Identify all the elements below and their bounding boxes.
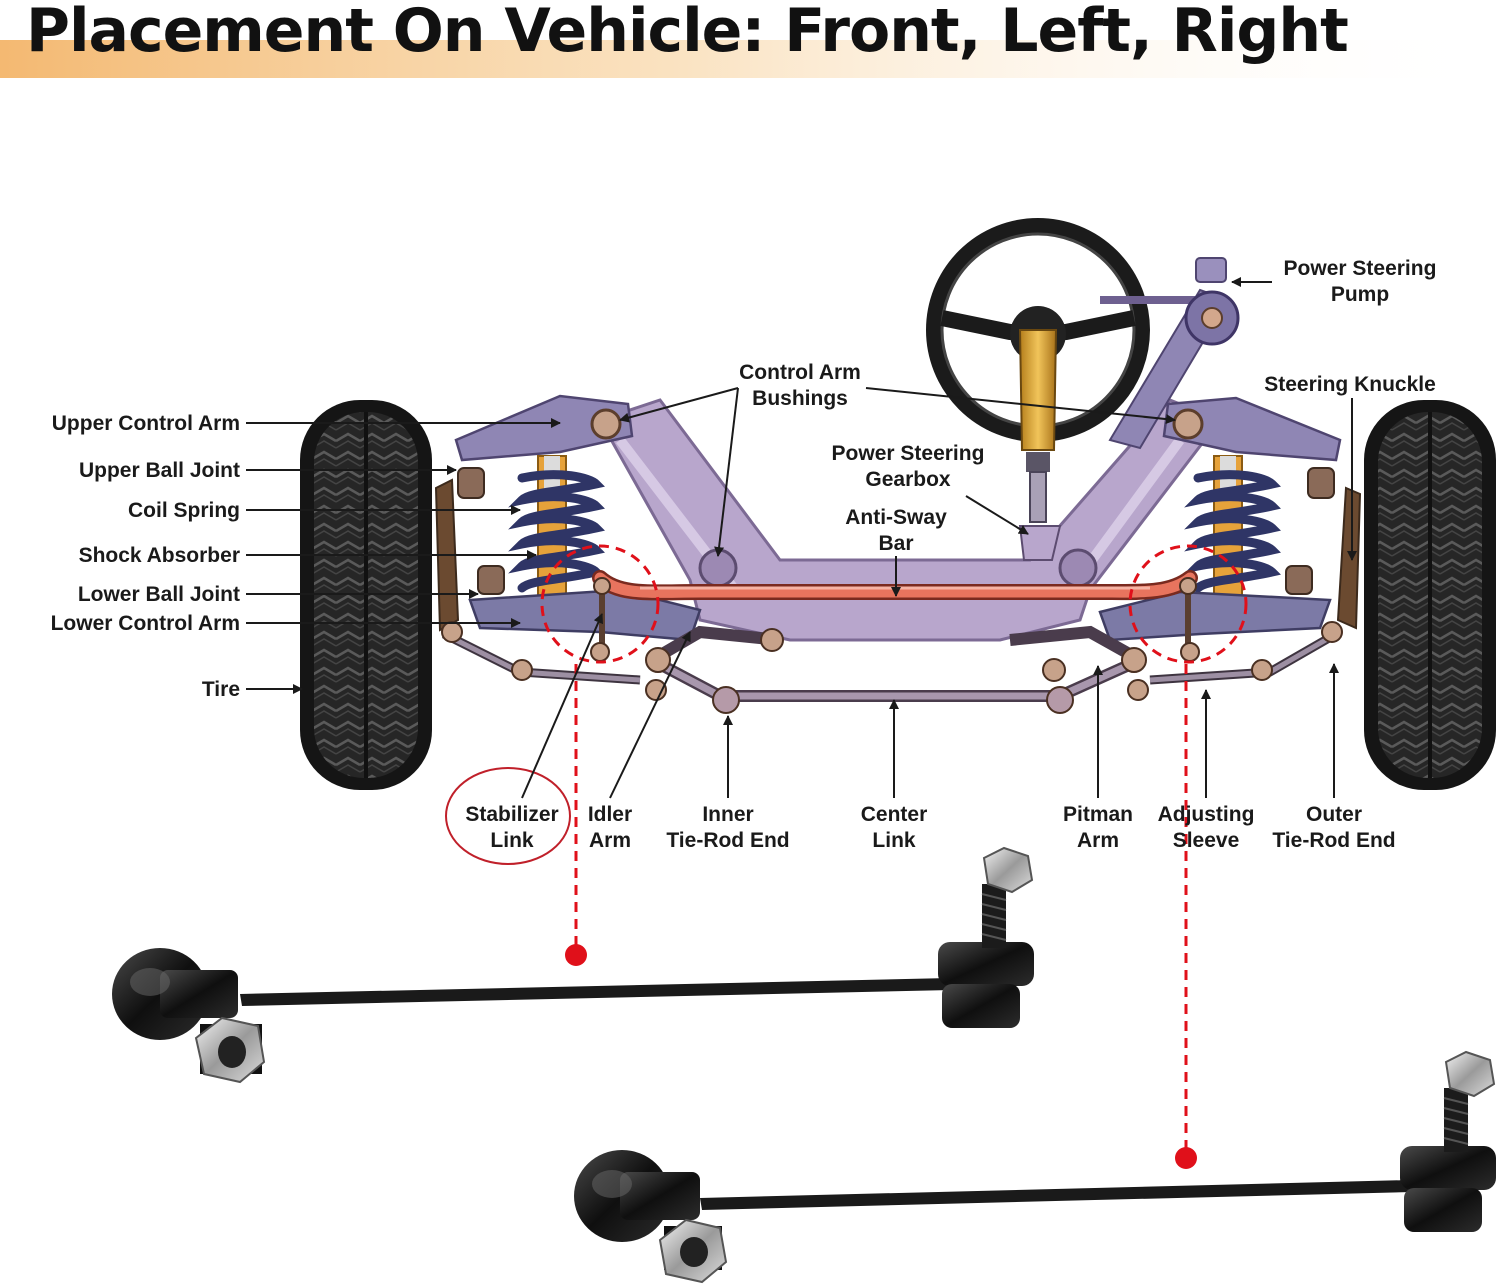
- label-stabilizer-link-line2: Link: [490, 829, 533, 852]
- label-outer-tie-rod-end-line1: Outer: [1306, 803, 1362, 826]
- upper-control-arm-left: [454, 394, 634, 462]
- label-idler-arm-line1: Idler: [588, 803, 632, 826]
- label-lower-control-arm: Lower Control Arm: [51, 612, 240, 635]
- highlight-dot-right: [1175, 1147, 1197, 1169]
- label-anti-sway-bar-line1: Anti-Sway: [845, 506, 947, 529]
- upper-control-arm-right: [1162, 396, 1342, 462]
- label-center-link-line2: Link: [872, 829, 915, 852]
- label-outer-tie-rod-end-line2: Tie-Rod End: [1272, 829, 1395, 852]
- upper-ball-joint-right: [1307, 467, 1335, 499]
- stabilizer-link-part-icon: [574, 1050, 1496, 1284]
- center-link: [649, 654, 1143, 702]
- stabilizer-link-right-diagram: [1179, 577, 1200, 662]
- label-upper-control-arm: Upper Control Arm: [52, 412, 240, 435]
- title-band-gradient: [0, 40, 1500, 78]
- idler-arm: [645, 625, 784, 701]
- label-control-arm-bushings-line1: Control Arm: [739, 361, 861, 384]
- label-stabilizer-link-line1: Stabilizer: [465, 803, 558, 826]
- inner-tie-rod-end-right: [1046, 686, 1074, 714]
- label-lower-ball-joint: Lower Ball Joint: [78, 583, 240, 606]
- label-tire: Tire: [202, 678, 240, 701]
- steering-knuckle-right: [1336, 486, 1362, 630]
- page-title: Placement On Vehicle: Front, Left, Right: [26, 0, 1349, 66]
- label-power-steering-gearbox-line2: Gearbox: [865, 468, 951, 491]
- label-power-steering-pump-line1: Power Steering: [1284, 257, 1437, 280]
- frame: [597, 398, 1223, 642]
- tire-right-icon: [1364, 400, 1496, 790]
- label-pitman-arm-line2: Arm: [1077, 829, 1119, 852]
- label-upper-ball-joint: Upper Ball Joint: [79, 459, 240, 482]
- label-power-steering-pump-line2: Pump: [1331, 283, 1389, 306]
- lower-ball-joint-left: [477, 565, 505, 595]
- title-band: Placement On Vehicle: Front, Left, Right: [0, 0, 1500, 80]
- label-adjusting-sleeve-line1: Adjusting: [1158, 803, 1255, 826]
- coil-spring-right: [1184, 455, 1281, 607]
- steering-column: [1018, 329, 1062, 561]
- stabilizer-link-label-circle: [445, 767, 571, 865]
- label-power-steering-gearbox-line1: Power Steering: [832, 442, 985, 465]
- tie-rods: [441, 621, 1343, 685]
- label-inner-tie-rod-end-line2: Tie-Rod End: [666, 829, 789, 852]
- pitman-arm: [1009, 625, 1149, 701]
- power-steering-pump: [1100, 257, 1240, 450]
- upper-ball-joint-left: [457, 467, 485, 499]
- inner-tie-rod-end-left: [712, 686, 740, 714]
- highlight-circle-left: [540, 544, 660, 664]
- highlight-circle-right: [1128, 544, 1248, 664]
- upper-arm-bushing-left: [590, 408, 622, 440]
- coil-spring-left: [508, 455, 605, 607]
- lower-ball-joint-right: [1285, 565, 1313, 595]
- label-idler-arm-line2: Arm: [589, 829, 631, 852]
- upper-arm-bushing-right: [1172, 408, 1204, 440]
- label-steering-knuckle: Steering Knuckle: [1264, 373, 1436, 396]
- label-inner-tie-rod-end-line1: Inner: [702, 803, 753, 826]
- label-center-link-line1: Center: [861, 803, 928, 826]
- label-adjusting-sleeve-line2: Sleeve: [1173, 829, 1240, 852]
- leader-lines: [246, 277, 1357, 799]
- label-pitman-arm-line1: Pitman: [1063, 803, 1133, 826]
- label-control-arm-bushings-line2: Bushings: [752, 387, 848, 410]
- stabilizer-link-part-icon: [112, 846, 1034, 1084]
- label-anti-sway-bar-line2: Bar: [878, 532, 913, 555]
- label-coil-spring: Coil Spring: [128, 499, 240, 522]
- label-shock-absorber: Shock Absorber: [79, 544, 240, 567]
- highlight-dot-left: [565, 944, 587, 966]
